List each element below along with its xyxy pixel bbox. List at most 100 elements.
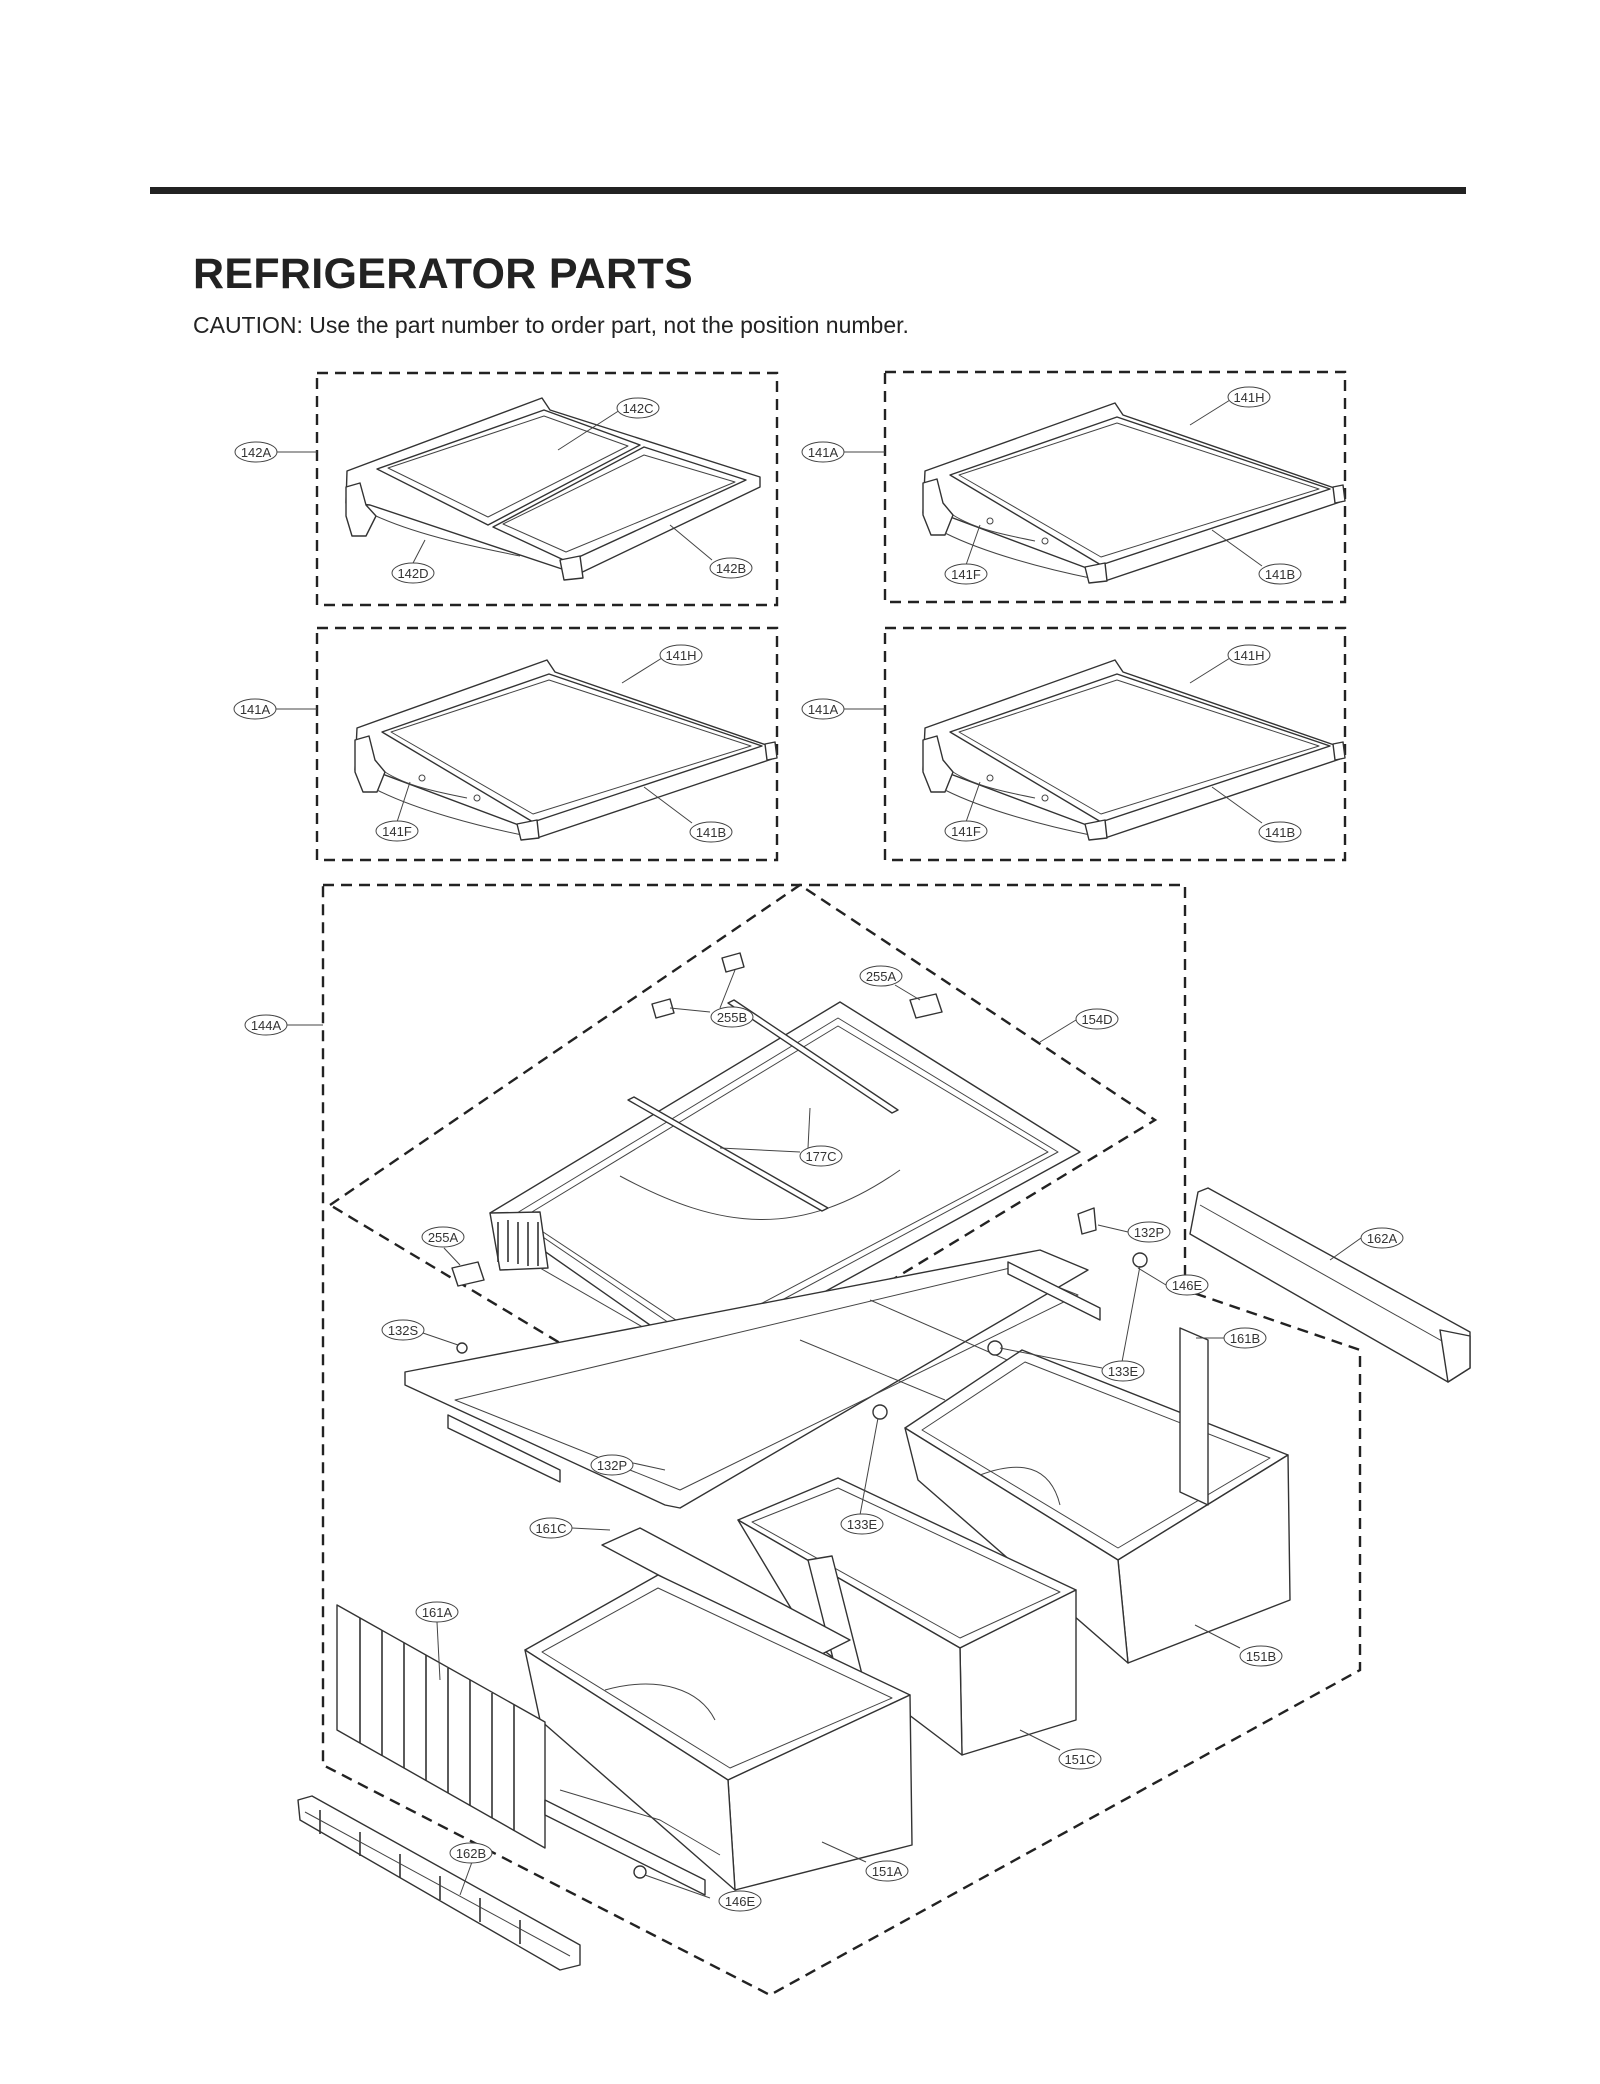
callout-label: 162B [456,1846,486,1861]
stopper-132P-right [1077,1207,1097,1235]
callout-161B: 161B [1196,1327,1267,1349]
shelf-141-right-frame-box [883,626,1347,862]
callout-141F-right: 141F [944,781,988,842]
callout-141B-right: 141B [1211,786,1302,843]
crisper-assembly-frame-box [321,883,1362,1997]
callout-label: 161B [1230,1331,1260,1346]
callout-label: 142A [241,445,272,460]
callout-177C: 177C [719,1107,843,1167]
roller-146E-bottom [633,1865,647,1879]
shelf-group-141-top: 141A 141H 141B 141F [801,370,1347,604]
callout-label: 141A [808,702,839,717]
shelf-142-frame-box [315,371,779,607]
callout-label: 141A [240,702,271,717]
clip-255A-left [451,1261,485,1287]
screw-132S [456,1342,468,1354]
callout-141H-right: 141H [1189,644,1271,684]
drawer-rail-frame [404,1249,1101,1509]
callout-label: 255B [717,1010,747,1025]
callout-label: 146E [1172,1278,1203,1293]
callout-141A-top: 141A [801,441,885,463]
callout-label: 255A [428,1230,459,1245]
callout-151C: 151C [1019,1729,1102,1770]
callout-label: 141H [665,648,696,663]
callout-141A-left: 141A [233,698,317,720]
caution-note: CAUTION: Use the part number to order pa… [193,312,909,338]
callout-141H-left: 141H [621,644,703,684]
cover-rails-177C [627,999,899,1212]
callout-141B-left: 141B [643,786,733,843]
header-rule [150,187,1466,194]
callout-label: 142D [397,566,428,581]
callout-label: 151A [872,1864,903,1879]
shelf-group-141-right: 141A 141H 141B 141F [801,626,1347,862]
callout-label: 177C [805,1149,836,1164]
callout-151B: 151B [1194,1624,1283,1667]
callout-label: 133E [847,1517,878,1532]
callout-141F-top: 141F [944,524,988,585]
callout-132P-left: 132P [590,1454,666,1476]
shelf-141-left-frame-box [315,626,779,862]
cover-162B [297,1795,581,1971]
callout-label: 141B [1265,567,1295,582]
callout-label: 141F [951,567,981,582]
callout-132P-right: 132P [1097,1221,1171,1243]
roller-146E-top [1132,1252,1148,1268]
callout-label: 132S [388,1323,419,1338]
callout-label: 141F [951,824,981,839]
crisper-cover-exploded-box [327,883,1158,1414]
callout-132S: 132S [381,1319,459,1346]
callout-label: 154D [1081,1012,1112,1027]
shelf-141-top-art [922,402,1346,584]
shelf-142-art [345,397,761,581]
callout-141B-top: 141B [1211,529,1302,585]
callout-133E-mid: 133E [840,1417,884,1535]
shelf-141-right-art [922,659,1346,841]
guide-161B [1179,1327,1209,1506]
partition-grille-161A [336,1604,546,1849]
bottom-rail [544,1799,706,1896]
callout-label: 142C [622,401,653,416]
roller-133E-mid [872,1404,888,1420]
callout-146E-bottom: 146E [644,1874,762,1912]
callout-255A-left: 255A [421,1226,465,1266]
callout-label: 151C [1064,1752,1095,1767]
callout-255A-top: 255A [859,965,921,1001]
callout-255B: 255B [669,969,754,1028]
shelf-group-141-left: 141A 141H 141B 141F [233,626,779,862]
callout-161A: 161A [415,1601,459,1681]
callout-161C: 161C [529,1517,611,1539]
callout-label: 141B [696,825,726,840]
callout-label: 132P [597,1458,627,1473]
callout-label: 141A [808,445,839,460]
callout-162A: 162A [1329,1227,1404,1261]
callout-label: 142B [716,561,746,576]
callout-label: 141H [1233,648,1264,663]
callout-label: 146E [725,1894,756,1909]
bin-151A [524,1574,913,1891]
crisper-assembly: 144A 255A 255B 154D 177C 255A [244,883,1471,1997]
callout-label: 161C [535,1521,566,1536]
callout-146E-top: 146E [1137,1267,1209,1296]
callout-144A: 144A [244,1014,323,1036]
shelf-group-142: 142A 142C 142B 142D [234,371,779,607]
callout-141A-right: 141A [801,698,885,720]
callout-label: 161A [422,1605,453,1620]
callout-142B: 142B [669,524,753,579]
callout-label: 151B [1246,1649,1276,1664]
cover-162A [1189,1187,1471,1383]
shelf-141-top-frame-box [883,370,1347,604]
shelf-141-left-art [354,659,778,841]
roller-133E-right [987,1340,1003,1356]
callout-141F-left: 141F [375,781,419,842]
callout-142D: 142D [391,539,435,584]
page-title: REFRIGERATOR PARTS [193,250,693,298]
callout-label: 162A [1367,1231,1398,1246]
callout-label: 141H [1233,390,1264,405]
callout-label: 133E [1108,1364,1139,1379]
clip-255A-top [909,993,943,1019]
callout-162B: 162B [449,1842,493,1896]
callout-133E-right: 133E [999,1265,1145,1382]
callout-label: 144A [251,1018,282,1033]
